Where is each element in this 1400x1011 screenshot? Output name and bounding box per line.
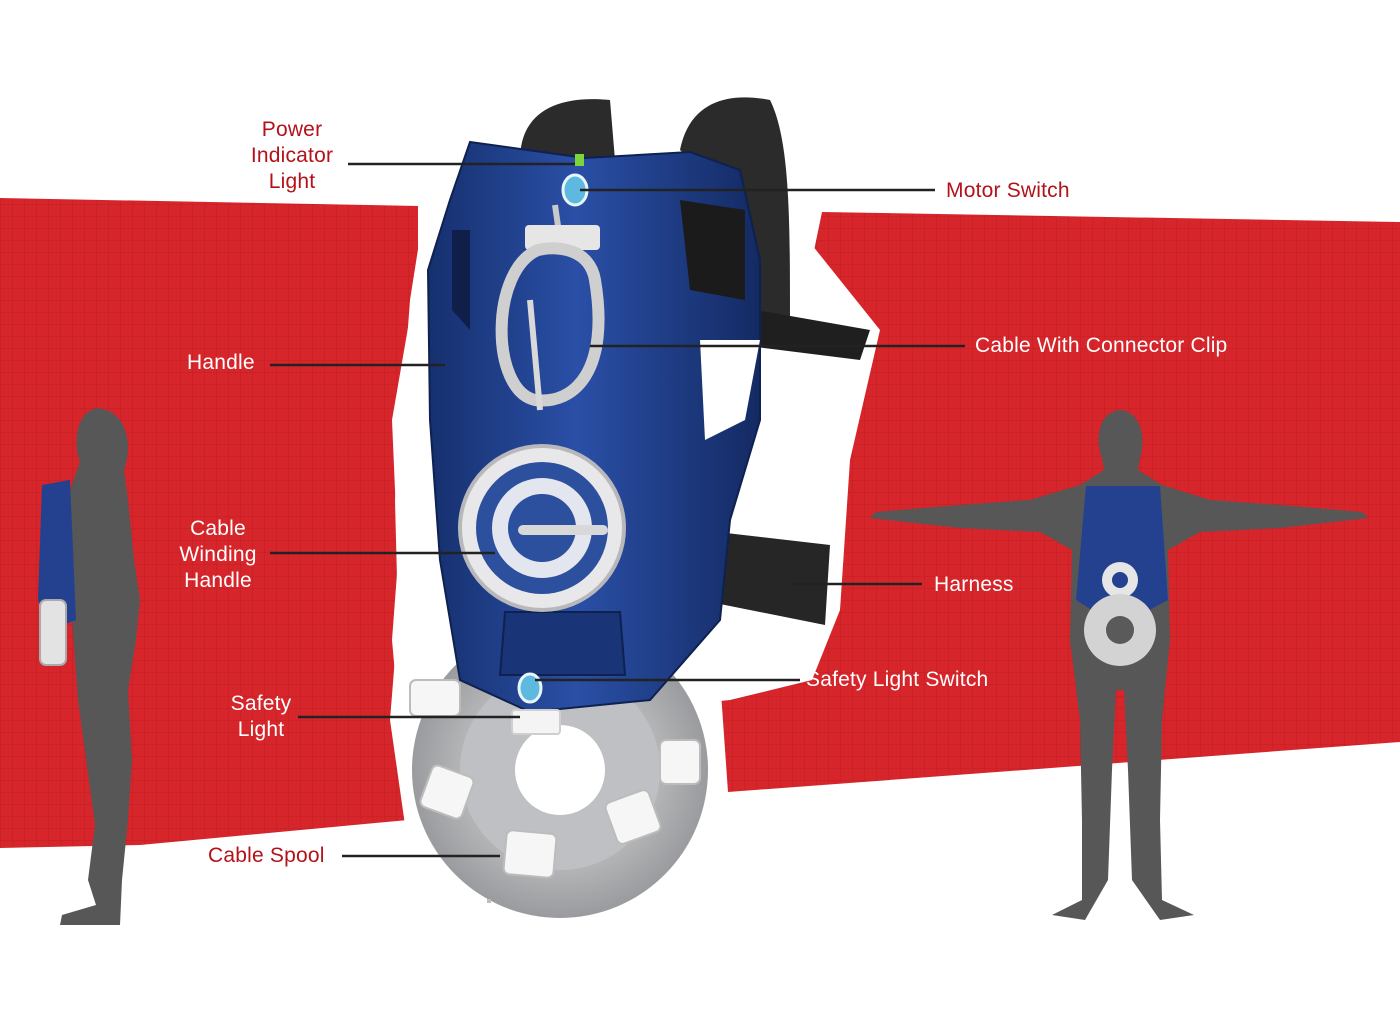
winding-handle-line-2: Winding	[163, 542, 273, 568]
safety-light-line-1: Safety	[216, 691, 306, 717]
winding-handle-line-3: Handle	[163, 568, 273, 594]
winding-handle-line-1: Cable	[163, 516, 273, 542]
handle-label: Handle	[187, 350, 255, 376]
power-indicator-line-2: Indicator	[232, 143, 352, 169]
harness-label: Harness	[934, 572, 1014, 598]
motor-switch-label: Motor Switch	[946, 178, 1070, 204]
safety-light-switch-label: Safety Light Switch	[806, 667, 988, 693]
cable-connector-label: Cable With Connector Clip	[975, 333, 1227, 359]
safety-light-line-2: Light	[216, 717, 306, 743]
cable-spool-label: Cable Spool	[208, 843, 325, 869]
winding-handle-label: Cable Winding Handle	[163, 516, 273, 594]
power-indicator-light	[575, 154, 584, 166]
safety-light-panel	[512, 710, 560, 734]
power-indicator-line-1: Power	[232, 117, 352, 143]
safety-light-switch-button	[519, 674, 541, 702]
power-indicator-line-3: Light	[232, 169, 352, 195]
cable-winding-dial	[460, 446, 624, 610]
safety-light-label: Safety Light	[216, 691, 306, 743]
power-indicator-label: Power Indicator Light	[232, 117, 352, 195]
